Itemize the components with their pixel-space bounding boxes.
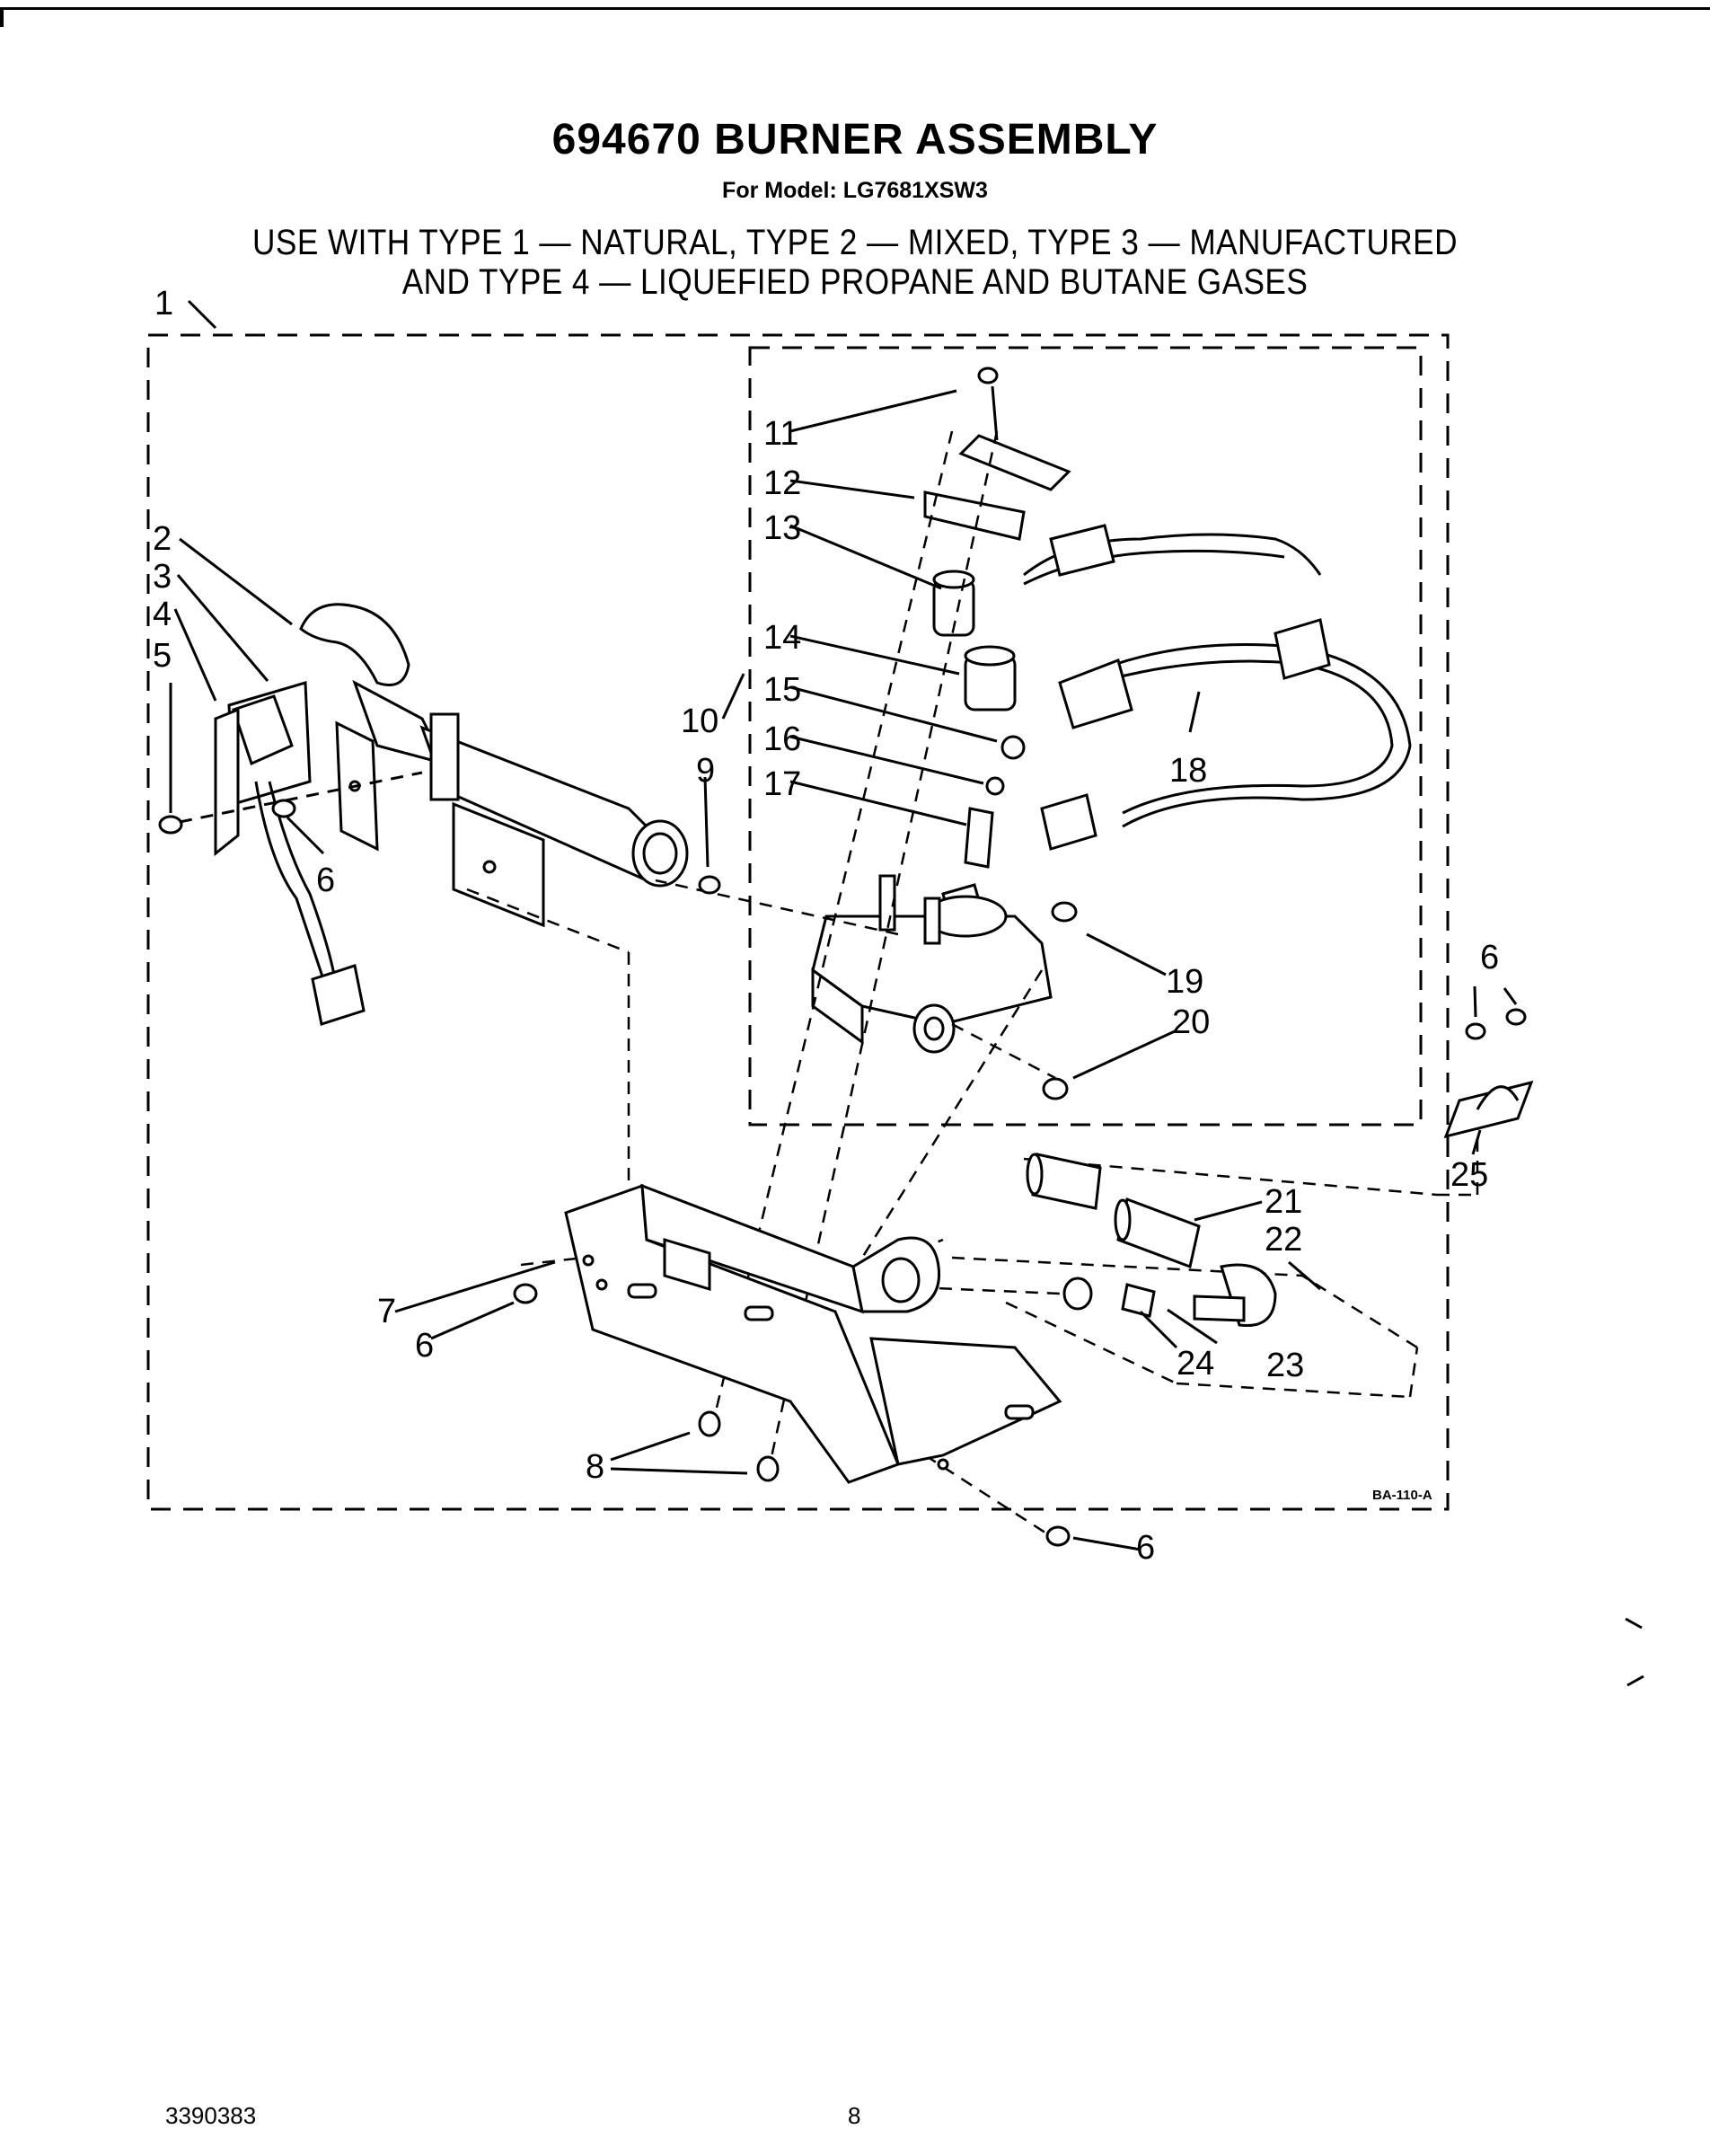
page-number: 8 [848,2102,861,2129]
callout-2: 2 [153,520,172,558]
callout-25: 25 [1450,1156,1488,1194]
page-edge-left [0,7,4,27]
burner-tube [299,603,689,928]
callout-3: 3 [153,558,172,596]
callout-15: 15 [763,671,801,709]
leader-lines [169,299,1518,1551]
document-number: 3390383 [165,2102,257,2129]
solenoid-stack [923,367,1071,869]
callout-16: 16 [763,720,801,758]
clamp [1443,1008,1534,1139]
callout-11: 11 [763,415,798,453]
usage-line-2: AND TYPE 4 — LIQUEFIED PROPANE AND BUTAN… [401,262,1309,302]
callout-19: 19 [1166,963,1203,1001]
screws-left [158,799,296,835]
callout-8: 8 [586,1448,604,1486]
callout-12: 12 [763,464,801,502]
pipe-fittings [1026,1153,1277,1328]
model-subtitle: For Model: LG7681XSW3 [722,178,988,203]
callout-10: 10 [681,702,718,740]
callout-20: 20 [1172,1003,1210,1041]
igniter-wiring [254,781,366,1026]
callout-4: 4 [153,596,172,633]
callout-14: 14 [763,619,801,657]
valve-subassembly-frame [748,346,1423,1127]
callout-21: 21 [1265,1183,1302,1221]
callout-7: 7 [377,1293,396,1330]
callout-17: 17 [763,765,801,803]
igniter-alignment-line [179,771,423,824]
callout-6d: 6 [1480,939,1499,976]
outer-assembly-frame [146,333,1450,1511]
callout-9: 9 [696,752,715,790]
wire-harness [1023,524,1412,851]
callout-22: 22 [1265,1221,1302,1259]
fasteners [513,875,1078,1547]
callout-6c: 6 [1136,1529,1155,1567]
callout-6b: 6 [415,1327,434,1365]
gas-valve [811,874,1053,1054]
burner-bracket [564,1183,1062,1484]
callout-18: 18 [1169,752,1207,790]
callout-5: 5 [153,637,172,675]
callout-23: 23 [1266,1347,1304,1384]
usage-line-1: USE WITH TYPE 1 — NATURAL, TYPE 2 — MIXE… [252,223,1458,262]
margin-marks [1625,1617,1644,1687]
callout-labels: 1 2 3 4 5 6 6 6 6 6 7 8 9 10 11 12 13 14… [153,285,1499,1567]
callout-13: 13 [763,509,801,547]
page-edge-top [0,7,1710,10]
drawing-code: BA-110-A [1372,1488,1432,1503]
callout-1: 1 [154,285,173,323]
callout-6a: 6 [316,862,335,899]
callout-24: 24 [1177,1345,1214,1383]
page-title: 694670 BURNER ASSEMBLY [551,116,1159,163]
